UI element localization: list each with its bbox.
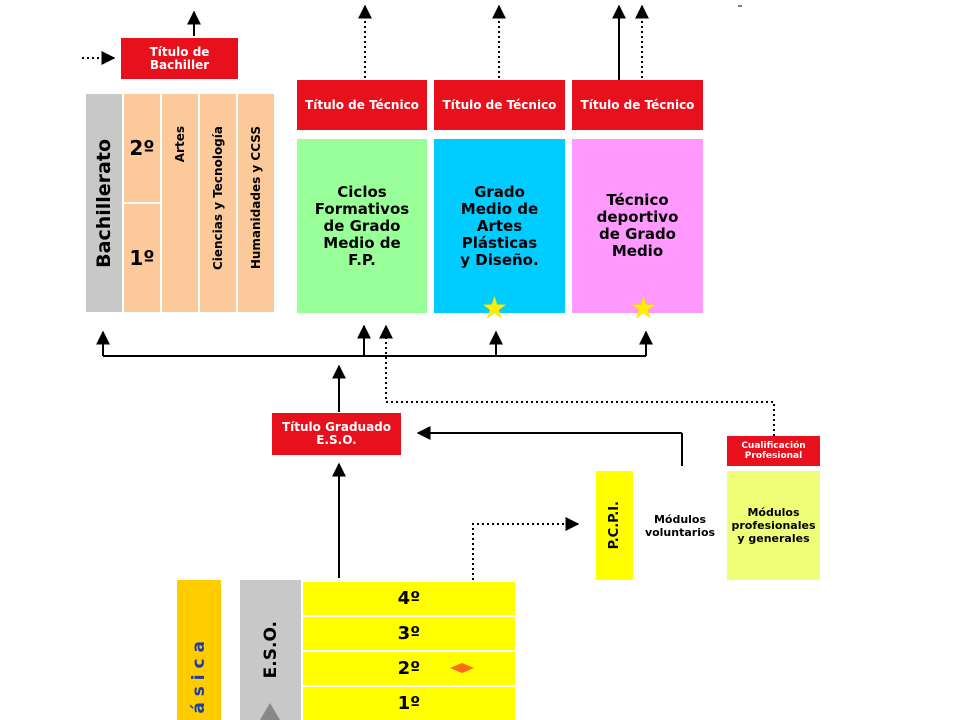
modality-ciencias: Ciencias y Tecnología — [200, 94, 236, 312]
ciclo-artes-box: Grado Medio de Artes Plásticas y Diseño. — [434, 139, 565, 313]
star-icon: ★ — [630, 291, 657, 326]
modality-humanidades-label: Humanidades y CCSS — [249, 126, 263, 270]
tecnico-degree-label: Título de Técnico — [305, 97, 419, 112]
modulos-voluntarios-label: Módulos voluntarios — [644, 512, 716, 539]
tecnico-degree-label: Título de Técnico — [580, 97, 695, 112]
ciclo-fp-label: Ciclos Formativos de Grado Medio de F.P. — [314, 182, 410, 269]
course-1-label: 1º — [129, 246, 155, 270]
modulos-profesionales-box: Módulos profesionales y generales — [727, 471, 820, 580]
eso-title: E.S.O. — [260, 621, 281, 679]
graduado-eso-label: Título Graduado E.S.O. — [281, 420, 392, 447]
eso-course-4-label: 4º — [397, 588, 421, 609]
modulos-profesionales-label: Módulos profesionales y generales — [731, 506, 816, 545]
tecnico-degree-label: Título de Técnico — [442, 97, 557, 112]
pcpi-title: P.C.P.I. — [607, 501, 622, 550]
eso-course-2: 2º — [303, 652, 515, 685]
modality-artes: Artes — [162, 94, 198, 312]
eso-course-1-label: 1º — [397, 693, 421, 714]
bachillerato-label-box: Bachillerato — [86, 94, 122, 312]
eso-course-4: 4º — [303, 582, 515, 615]
tecnico-degree-box-deportivo: Título de Técnico — [572, 80, 703, 130]
ciclo-artes-label: Grado Medio de Artes Plásticas y Diseño. — [460, 182, 539, 269]
eso-course-1: 1º — [303, 687, 515, 720]
cualificacion-label: Cualificación Profesional — [741, 441, 806, 461]
bachillerato-course-2: 2º — [124, 94, 160, 204]
modality-ciencias-label: Ciencias y Tecnología — [211, 126, 225, 271]
eso-course-3-label: 3º — [397, 623, 421, 644]
ciclo-deportivo-box: Técnico deportivo de Grado Medio — [572, 139, 703, 313]
cualificacion-box: Cualificación Profesional — [727, 436, 820, 466]
eso-label-box: E.S.O. — [240, 580, 301, 720]
modality-humanidades: Humanidades y CCSS — [238, 94, 274, 312]
course-2-label: 2º — [129, 136, 155, 160]
tecnico-degree-box-artes: Título de Técnico — [434, 80, 565, 130]
modulos-voluntarios-box: Módulos voluntarios — [633, 471, 727, 580]
bachiller-degree-box: Título de Bachiller — [121, 38, 238, 79]
eso-course-3: 3º — [303, 617, 515, 650]
ciclo-fp-box: Ciclos Formativos de Grado Medio de F.P. — [297, 139, 427, 313]
ciclo-deportivo-label: Técnico deportivo de Grado Medio — [596, 191, 679, 260]
diamond-icon — [450, 663, 474, 673]
bachillerato-title: Bachillerato — [93, 138, 115, 268]
triangle-icon — [260, 703, 280, 720]
graduado-eso-box: Título Graduado E.S.O. — [272, 413, 401, 455]
tecnico-degree-box-fp: Título de Técnico — [297, 80, 427, 130]
modality-artes-label: Artes — [173, 126, 187, 163]
pcpi-label-box: P.C.P.I. — [596, 471, 633, 580]
star-icon: ★ — [481, 291, 508, 326]
bachillerato-course-1: 1º — [124, 204, 160, 312]
bachiller-degree-label: Título de Bachiller — [149, 44, 210, 72]
eso-course-2-label: 2º — [397, 658, 421, 679]
basica-box: á s i c a — [177, 580, 221, 720]
basica-label: á s i c a — [189, 641, 209, 714]
